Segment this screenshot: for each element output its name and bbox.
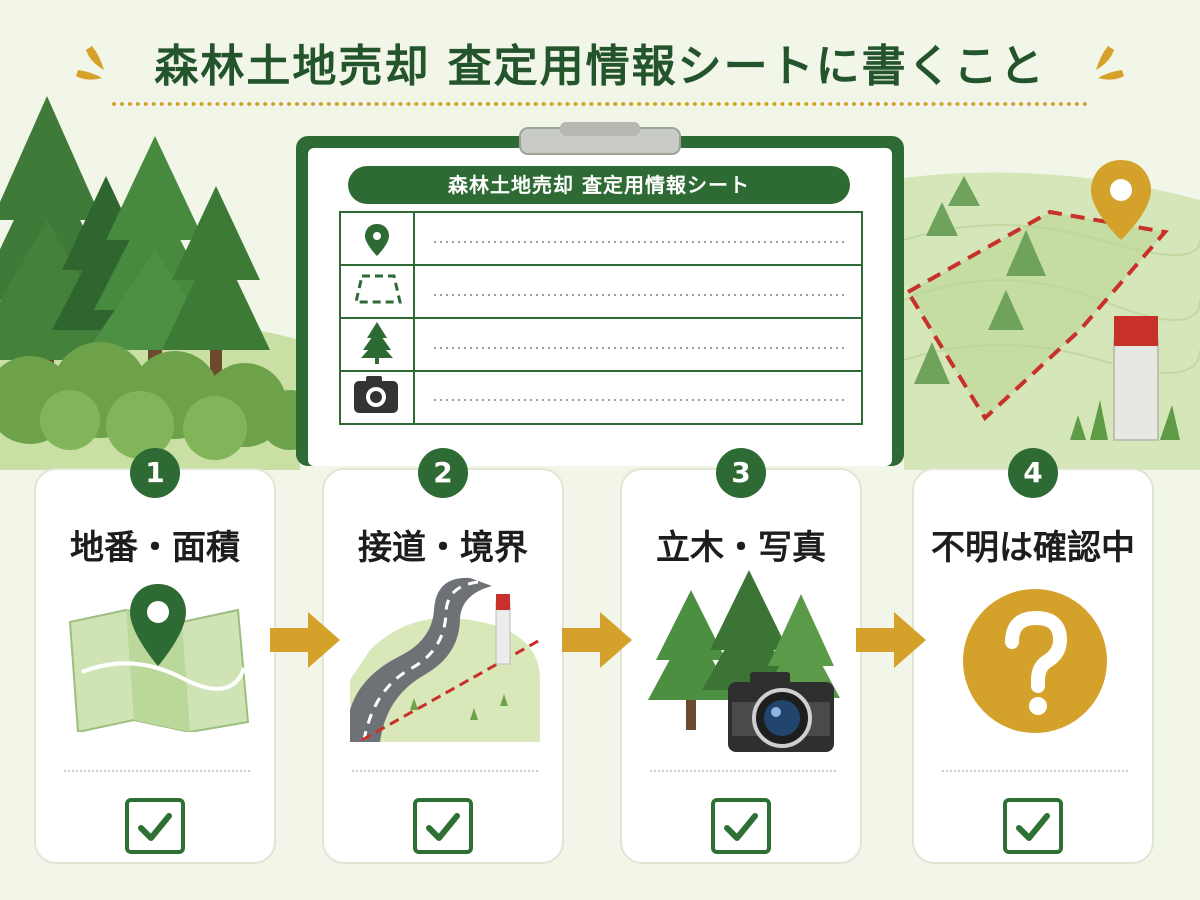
check-icon xyxy=(1016,813,1050,841)
step-label-4: 不明は確認中 xyxy=(931,528,1135,568)
card-divider xyxy=(64,770,250,772)
check-icon xyxy=(724,813,758,841)
step-label-2: 接道・境界 xyxy=(358,528,528,568)
road-icon xyxy=(350,577,541,742)
step-3-checkbox[interactable] xyxy=(711,798,771,854)
page-title: 森林土地売却 査定用情報シートに書くこと xyxy=(154,41,1046,92)
check-icon xyxy=(426,813,460,841)
step-number-2: 2 xyxy=(418,448,468,498)
left-forest-trees xyxy=(0,96,270,410)
step-4-checkbox[interactable] xyxy=(1003,798,1063,854)
step-label-1: 地番・面積 xyxy=(70,528,240,568)
question-icon xyxy=(963,589,1107,733)
step-card-3: 立木・写真 xyxy=(620,468,862,864)
boundary-post-icon xyxy=(1113,316,1159,441)
camera-icon xyxy=(728,672,834,752)
check-icon xyxy=(138,813,172,841)
land-boundary xyxy=(905,209,1169,422)
title-decor xyxy=(76,46,1124,80)
arrow-right-icon xyxy=(856,612,926,668)
title-divider xyxy=(112,102,1088,106)
row-tree-icon xyxy=(361,322,393,364)
step-number-3: 3 xyxy=(716,448,766,498)
card-divider xyxy=(352,770,538,772)
step-label-3: 立木・写真 xyxy=(656,528,826,568)
row-camera-icon xyxy=(354,376,398,413)
arrow-right-icon xyxy=(270,612,340,668)
hill-location-pin-icon xyxy=(1091,160,1151,240)
trees-camera-icon xyxy=(648,570,840,752)
step-card-4: 不明は確認中 xyxy=(912,468,1154,864)
step-number-1: 1 xyxy=(130,448,180,498)
card-divider xyxy=(650,770,836,772)
step-1-checkbox[interactable] xyxy=(125,798,185,854)
title-spark-right-icon xyxy=(1096,46,1124,80)
hillside-trees xyxy=(914,176,1046,384)
step-card-1: 地番・面積 xyxy=(34,468,276,864)
card-divider xyxy=(942,770,1128,772)
map-icon xyxy=(68,584,250,732)
step-2-checkbox[interactable] xyxy=(413,798,473,854)
clipboard-title: 森林土地売却 査定用情報シート xyxy=(448,173,750,197)
arrow-right-icon xyxy=(562,612,632,668)
title-spark-left-icon xyxy=(76,46,104,80)
row-boundary-icon xyxy=(354,274,402,304)
step-card-2: 接道・境界 xyxy=(322,468,564,864)
step-number-4: 4 xyxy=(1008,448,1058,498)
row-map-pin-icon xyxy=(365,224,389,256)
